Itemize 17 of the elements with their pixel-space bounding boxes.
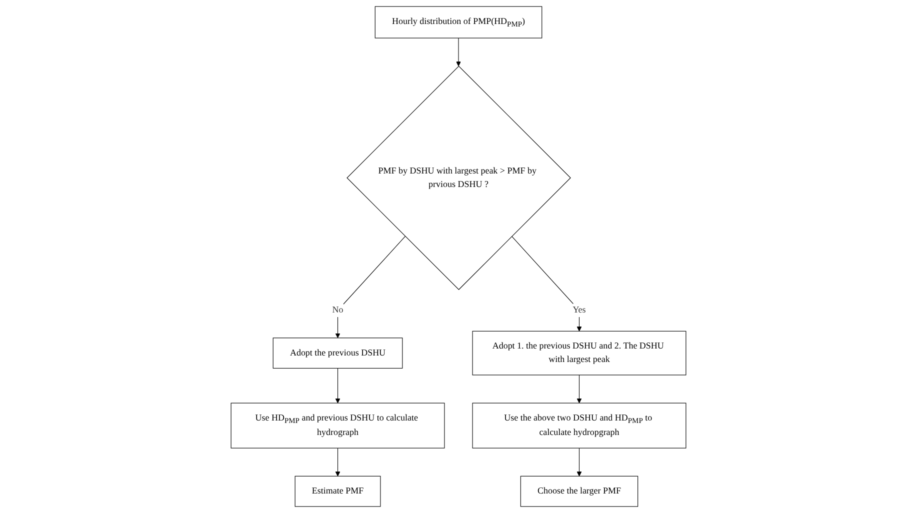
node-box: Adopt the previous DSHU	[272, 338, 403, 369]
arrow	[335, 448, 340, 476]
node-box: Adopt 1. the previous DSHU and 2. The DSHU with largest peak	[472, 330, 686, 376]
edge-label: No	[332, 305, 344, 315]
node-box: Choose the larger PMF	[520, 476, 638, 507]
arrow	[335, 368, 340, 404]
arrow	[456, 38, 461, 66]
arrow	[576, 448, 582, 476]
node-diamond: PMF by DSHU with largest peak > PMF by prvious DSHU ?	[346, 66, 571, 290]
node-box: Estimate PMF	[294, 476, 381, 507]
arrow	[335, 236, 406, 338]
node-box: Use the above two DSHU and HD$_{PMP}$ to calculate hydropgraph	[472, 402, 686, 448]
arrow	[576, 374, 582, 404]
arrow	[512, 236, 582, 332]
node-box: Hourly distribution of PMP(HD$_{PMP}$)	[374, 6, 542, 38]
edge-label: Yes	[572, 305, 586, 315]
node-box: Use HD$_{PMP}$ and previous DSHU to calculate hydrograph	[230, 402, 445, 448]
